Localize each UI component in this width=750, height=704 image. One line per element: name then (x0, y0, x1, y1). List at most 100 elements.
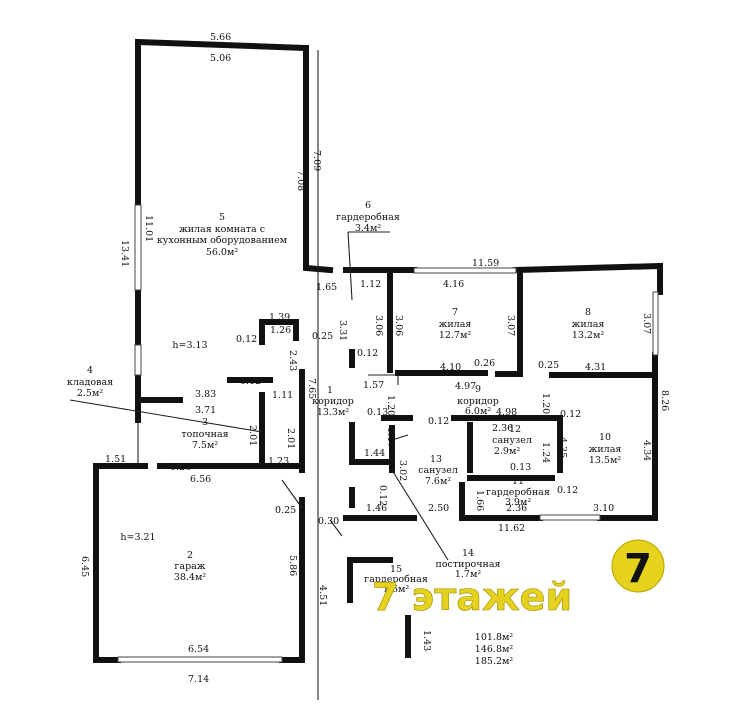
room15-name: гардеробная (364, 574, 428, 585)
dimension-labels: 5.66 5.06 7.08 7.09 11.01 13.41 1.65 1.1… (79, 32, 670, 685)
dim: 7.14 (188, 674, 209, 685)
room9-area: 6.0м² (465, 406, 491, 417)
room-labels: 5 жилая комната с кухонным оборудованием… (67, 200, 621, 595)
walls (93, 38, 663, 663)
room9-num: 9 (475, 384, 481, 395)
room5-area: 56.0м² (206, 247, 239, 258)
dim: 0.12 (428, 416, 449, 427)
dim: 0.25 (538, 360, 559, 371)
dim: 4.98 (496, 407, 517, 418)
room13-num: 13 (430, 454, 442, 465)
dim: 4.34 (641, 440, 652, 461)
dim: 1.24 (540, 442, 551, 463)
dim: 0.25 (312, 331, 333, 342)
dim: 7.08 (295, 170, 306, 191)
room12-name: санузел (492, 435, 532, 446)
room9-name: коридор (457, 396, 499, 407)
dim: 3.31 (337, 320, 348, 341)
dim: 1.65 (316, 282, 337, 293)
dim: 2.43 (287, 350, 298, 371)
dim: 2.36 (506, 503, 527, 514)
room6-num: 6 (365, 200, 371, 211)
room5-name2: кухонным оборудованием (157, 235, 288, 246)
room8-area: 13.2м² (572, 330, 605, 341)
thin-lines (69, 50, 449, 700)
dim: 6.56 (190, 474, 211, 485)
watermark-logo-digit: 7 (624, 546, 652, 592)
dim: 11.59 (472, 258, 499, 269)
dim: 2.01 (285, 428, 296, 449)
dim: 4.31 (585, 362, 606, 373)
dim: 1.44 (364, 448, 385, 459)
room4-name: кладовая (67, 377, 113, 388)
dim: 2.50 (428, 503, 449, 514)
room3-area: 7.5м² (192, 440, 218, 451)
room15-area: 1.6м² (383, 584, 409, 595)
watermark-text: 7 этажей (372, 575, 572, 619)
height-living: h=3.13 (172, 340, 207, 351)
dim: 0.26 (474, 358, 495, 369)
room2-area: 38.4м² (174, 572, 207, 583)
dim: 1.66 (474, 490, 485, 511)
room6-area: 3.4м² (355, 223, 381, 234)
room11-num: 11 (512, 476, 524, 487)
dim: 0.25 (275, 505, 296, 516)
dim: 11.62 (498, 523, 525, 534)
room13-name: санузел (418, 465, 458, 476)
dim: 1.57 (363, 380, 384, 391)
room4-area: 2.5м² (77, 388, 103, 399)
dim: 1.51 (105, 454, 126, 465)
dim: 4.35 (557, 437, 568, 458)
watermark-logo-circle (611, 539, 665, 593)
dim: 0.30 (318, 516, 339, 527)
wall-living-top (134, 38, 310, 52)
door-arc-garage (281, 479, 303, 509)
dim: 13.41 (119, 240, 130, 267)
dim: 3.83 (195, 389, 216, 400)
dim: 0.26 (170, 462, 191, 473)
dim: 3.71 (195, 405, 216, 416)
wall-bedroom8-top (512, 262, 663, 295)
dim: 0.12 (377, 485, 388, 506)
room10-num: 10 (599, 432, 611, 443)
dim: 4.51 (317, 585, 328, 606)
dim: 6.45 (79, 556, 90, 577)
dim: 0.12 (240, 376, 261, 387)
height-garage: h=3.21 (120, 532, 155, 543)
total-living-area: 101.8м² (475, 632, 514, 643)
room11-area: 3.9м² (505, 497, 531, 508)
dim: 0.13 (510, 462, 531, 473)
dim: 0.12 (357, 348, 378, 359)
bath13-diag (391, 434, 409, 441)
room12-area: 2.9м² (494, 446, 520, 457)
window-living-west-1 (134, 204, 142, 291)
dim: 4.97 (455, 381, 476, 392)
dim: 1.11 (272, 390, 293, 401)
room14-area: 1.7м² (455, 569, 481, 580)
room3-name: топочная (181, 429, 228, 440)
dim: 1.39 (269, 312, 290, 323)
room7-name: жилая (439, 319, 472, 330)
dim: 0.12 (557, 485, 578, 496)
wall-living-right (303, 45, 334, 274)
window-east (652, 291, 659, 356)
room15-num: 15 (390, 564, 402, 575)
room12-num: 12 (509, 424, 521, 435)
dim: 1.26 (270, 325, 291, 336)
room14-name: постирочная (435, 559, 500, 570)
dim: 5.86 (287, 555, 298, 576)
area-totals: 101.8м² 146.8м² 185.2м² (475, 632, 514, 667)
room3-num: 3 (202, 417, 208, 428)
leader-storage (69, 399, 263, 433)
dim: 6.54 (188, 644, 209, 655)
window-north (413, 267, 517, 274)
room5-name1: жилая комната с (179, 224, 265, 235)
room2-num: 2 (187, 550, 193, 561)
dim: 3.02 (397, 460, 408, 481)
room14-num: 14 (462, 548, 474, 559)
dim: 0.13 (367, 407, 388, 418)
dim: 5.06 (210, 53, 231, 64)
room1-area: 13.3м² (317, 407, 350, 418)
leader-entry (329, 519, 343, 537)
